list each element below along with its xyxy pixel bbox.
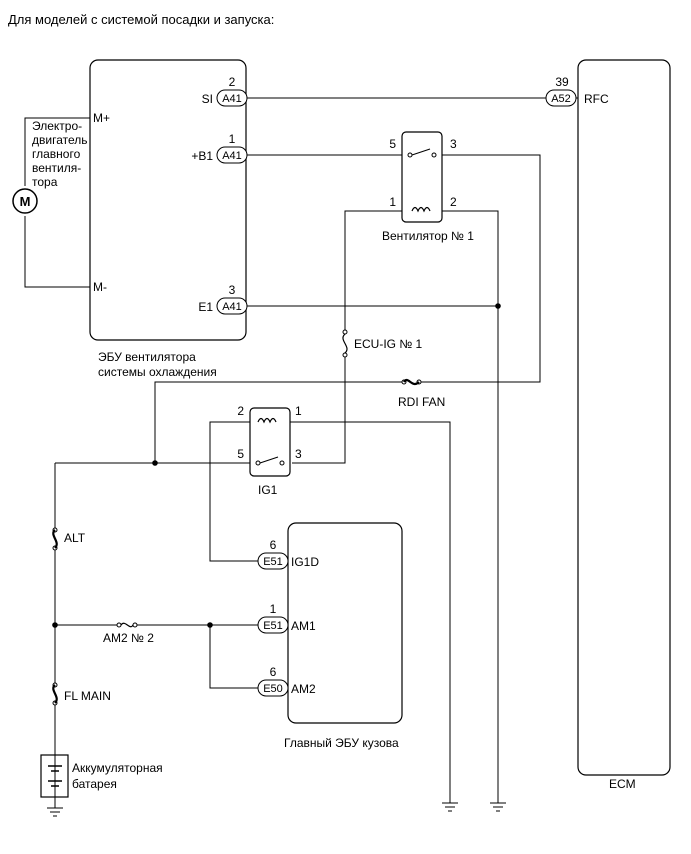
si-pin-number: 2: [229, 75, 236, 89]
motor-symbol: M: [20, 194, 31, 209]
fl-main-fuse: FL MAIN: [52, 682, 111, 706]
fuse-icon: [52, 684, 58, 704]
battery-label-2: батарея: [72, 777, 117, 791]
am2-pin-name: AM2: [291, 682, 316, 696]
si-connector-label: A41: [222, 93, 242, 105]
fuse-icon: [52, 529, 58, 549]
motor-label-2: двигатель: [32, 133, 88, 147]
ig1d-pin-number: 6: [270, 538, 277, 552]
ig1-relay-pin3: 3: [295, 447, 302, 461]
motor-plus-pin: M+: [93, 111, 110, 125]
cooling-fan-ecu-label-1: ЭБУ вентилятора: [98, 350, 196, 364]
fuse-icon: [342, 333, 348, 354]
ig1-relay-pin2: 2: [237, 404, 244, 418]
rdi-fan-fuse: RDI FAN: [398, 378, 445, 409]
am2-connector: [257, 679, 289, 697]
ig1d-connector: [257, 552, 289, 570]
ig1-relay-box: [249, 407, 291, 477]
am2-connector-label: E50: [263, 683, 283, 695]
junction-dot: [207, 622, 213, 628]
ig1-relay-label: IG1: [258, 483, 278, 497]
e1-pin-name: E1: [198, 300, 213, 314]
junction-dot: [52, 622, 58, 628]
motor-label-5: тора: [32, 175, 58, 189]
e1-connector-label: A41: [222, 301, 242, 313]
motor-minus-pin: M-: [93, 280, 107, 294]
battery-ground: [47, 797, 63, 817]
alt-fuse-label: ALT: [64, 531, 86, 545]
rfc-pin-number: 39: [555, 75, 569, 89]
fuse-icon: [403, 378, 420, 386]
main-body-ecu: Главный ЭБУ кузова IG1D 6 E51 AM1 1 E51 …: [257, 522, 403, 750]
cooling-fan-ecu-label-2: системы охлаждения: [98, 365, 217, 379]
b1-pin-number: 1: [229, 132, 236, 146]
am1-connector: [257, 616, 289, 634]
am2-no2-fuse-label: AM2 № 2: [103, 631, 154, 645]
ground-icon: [442, 802, 458, 812]
main-body-ecu-label: Главный ЭБУ кузова: [284, 736, 399, 750]
fan-relay-pin1: 1: [389, 195, 396, 209]
am2-no2-fuse: AM2 № 2: [103, 622, 154, 645]
ecm-label: ECM: [609, 777, 636, 791]
am1-pin-number: 1: [270, 602, 277, 616]
cooling-fan-ecu-box: [89, 59, 247, 341]
si-pin-name: SI: [202, 92, 213, 106]
rfc-connector-label: A52: [551, 93, 571, 105]
b1-connector: [216, 146, 248, 164]
am2-pin-number: 6: [270, 665, 277, 679]
rfc-connector: [545, 89, 577, 107]
e1-pin-number: 3: [229, 283, 236, 297]
ig1d-pin-name: IG1D: [291, 555, 319, 569]
relay-coil-icon: [257, 417, 277, 424]
fan-relay-pin5: 5: [389, 137, 396, 151]
fan-relay-label: Вентилятор № 1: [382, 229, 474, 243]
relay-coil-icon: [411, 206, 431, 213]
rfc-pin-name: RFC: [584, 92, 609, 106]
motor-icon: [12, 188, 38, 214]
junction-dot: [495, 303, 501, 309]
fan-relay-pin2: 2: [450, 195, 457, 209]
junction-dots: [52, 303, 501, 628]
ecu-ig1-fuse-label: ECU-IG № 1: [354, 337, 423, 351]
fan-relay-pin3: 3: [450, 137, 457, 151]
relay-contact: [431, 152, 437, 158]
b1-connector-label: A41: [222, 150, 242, 162]
wires: [24, 97, 578, 803]
fan-motor: M Электро- двигатель главного вентиля- т…: [12, 119, 88, 214]
junction-dot: [152, 460, 158, 466]
ig1-relay-pin1: 1: [295, 404, 302, 418]
battery: Аккумуляторная батарея: [40, 754, 163, 798]
ecu-ig1-fuse: ECU-IG № 1: [342, 329, 423, 358]
fuse-icon: [120, 622, 134, 628]
ground-icon: [490, 802, 506, 812]
relay-contact: [407, 152, 413, 158]
cooling-fan-ecu: M+ M- ЭБУ вентилятора системы охлаждения…: [89, 59, 248, 379]
am1-pin-name: AM1: [291, 619, 316, 633]
ig1-relay-pin5: 5: [237, 447, 244, 461]
alt-fuse: ALT: [52, 527, 86, 551]
ecm-box: [577, 59, 671, 776]
motor-label-1: Электро-: [32, 119, 82, 133]
motor-label-4: вентиля-: [32, 161, 81, 175]
fan-relay: 5 3 1 2 Вентилятор № 1: [382, 131, 474, 243]
am1-connector-label: E51: [263, 620, 283, 632]
rdi-fan-fuse-label: RDI FAN: [398, 395, 445, 409]
ecm: ECM RFC 39 A52: [545, 59, 671, 791]
battery-label-1: Аккумуляторная: [72, 761, 163, 775]
ig1-relay: 2 1 5 3 IG1: [237, 404, 302, 497]
ig1d-connector-label: E51: [263, 556, 283, 568]
si-connector: [216, 89, 248, 107]
e1-connector: [216, 297, 248, 315]
b1-pin-name: +B1: [191, 149, 213, 163]
motor-label-3: главного: [32, 147, 81, 161]
diagram-title: Для моделей с системой посадки и запуска…: [8, 12, 274, 27]
fl-main-fuse-label: FL MAIN: [64, 689, 111, 703]
